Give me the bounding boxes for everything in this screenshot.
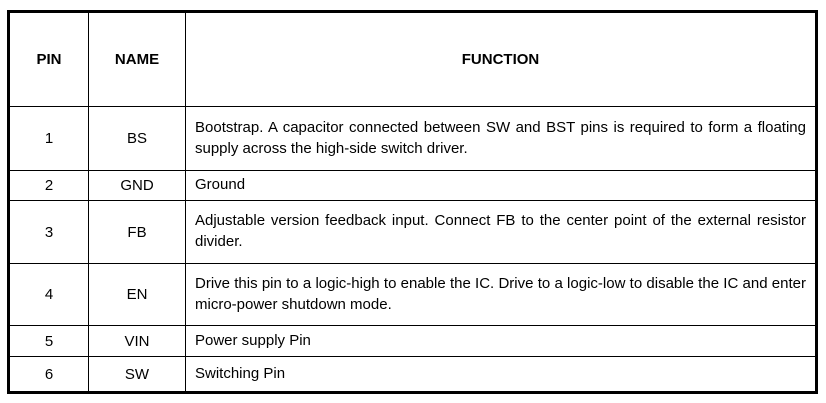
table-row: 3 FB Adjustable version feedback input. … (8, 200, 817, 264)
column-header-name: NAME (88, 11, 186, 107)
pin-number-cell: 4 (8, 263, 89, 326)
table-row: 4 EN Drive this pin to a logic-high to e… (8, 263, 817, 326)
pin-name-cell: GND (88, 170, 186, 201)
pin-function-cell: Ground (185, 170, 817, 201)
pin-function-cell: Drive this pin to a logic-high to enable… (185, 263, 817, 326)
pin-function-cell: Adjustable version feedback input. Conne… (185, 200, 817, 264)
pin-function-table: PIN NAME FUNCTION 1 BS Bootstrap. A capa… (7, 10, 818, 394)
column-header-pin: PIN (8, 11, 89, 107)
pin-number-cell: 3 (8, 200, 89, 264)
pin-number-cell: 1 (8, 106, 89, 171)
pin-number-cell: 5 (8, 325, 89, 357)
pin-function-cell: Bootstrap. A capacitor connected between… (185, 106, 817, 171)
pin-name-cell: SW (88, 356, 186, 393)
pin-function-cell: Switching Pin (185, 356, 817, 393)
table-row: 6 SW Switching Pin (8, 356, 817, 393)
column-header-function: FUNCTION (185, 11, 817, 107)
table-row: 2 GND Ground (8, 170, 817, 201)
table-row: 1 BS Bootstrap. A capacitor connected be… (8, 106, 817, 171)
pin-name-cell: EN (88, 263, 186, 326)
pin-name-cell: BS (88, 106, 186, 171)
table-row: 5 VIN Power supply Pin (8, 325, 817, 357)
pin-number-cell: 2 (8, 170, 89, 201)
pin-name-cell: FB (88, 200, 186, 264)
pin-name-cell: VIN (88, 325, 186, 357)
pin-function-cell: Power supply Pin (185, 325, 817, 357)
table-header-row: PIN NAME FUNCTION (8, 11, 817, 107)
pin-number-cell: 6 (8, 356, 89, 393)
